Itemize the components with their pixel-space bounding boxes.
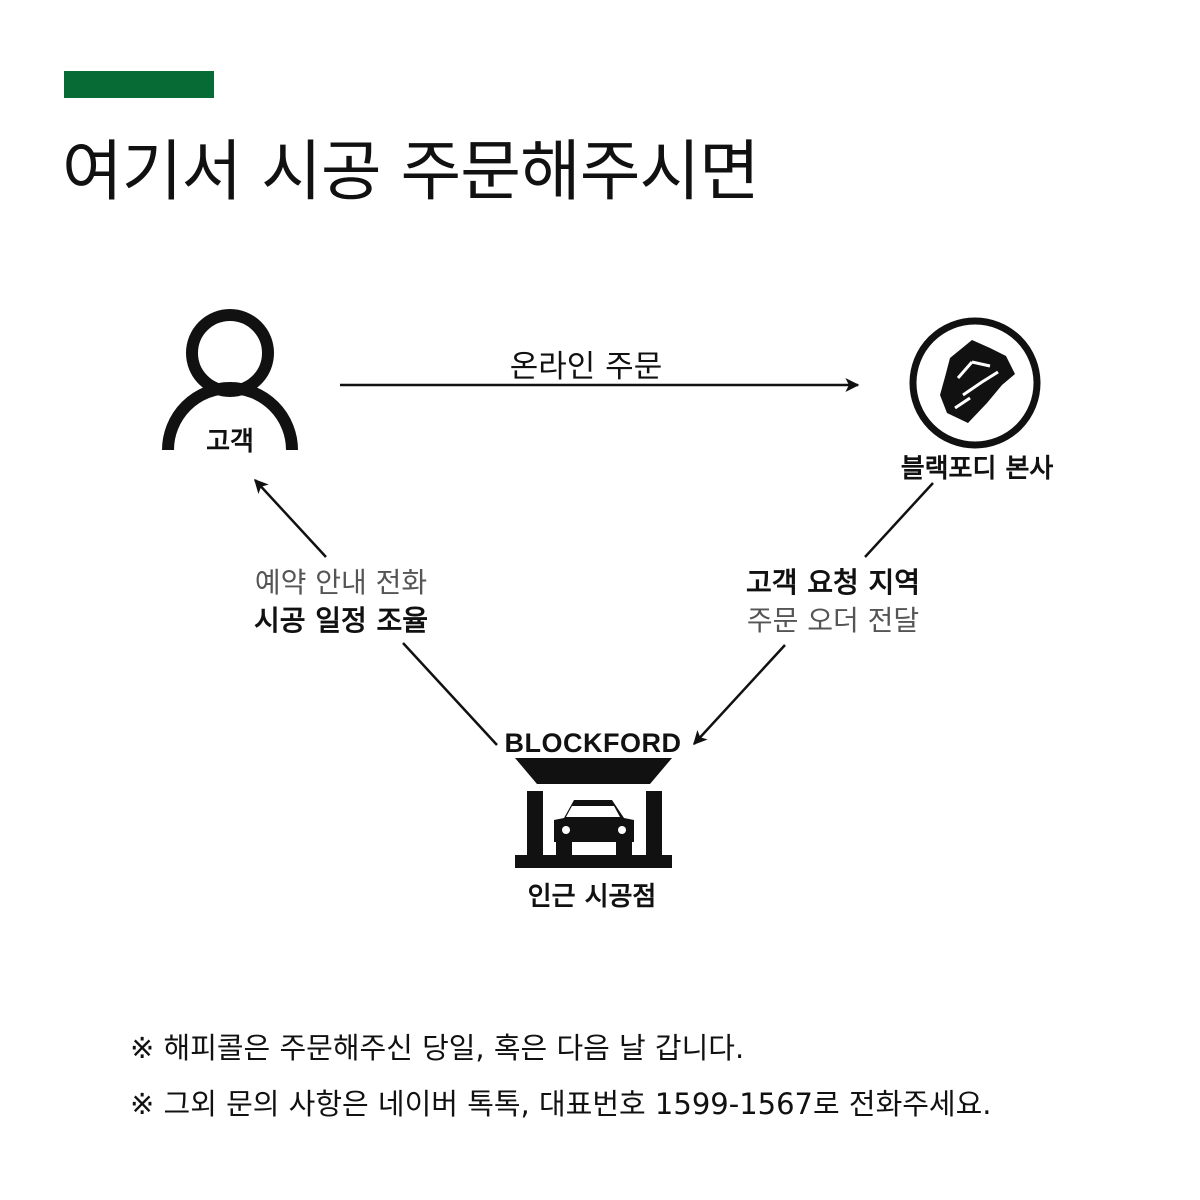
accent-bar bbox=[64, 71, 214, 98]
hq-to-shop-line2: 주문 오더 전달 bbox=[746, 604, 920, 637]
car-garage-icon bbox=[515, 758, 672, 868]
brand-wordmark: BLOCKFORD bbox=[504, 728, 682, 758]
hq-to-shop-label: 고객 요청 지역 주문 오더 전달 bbox=[746, 564, 920, 640]
shop-label: 인근 시공점 bbox=[527, 882, 657, 912]
hq-label: 블랙포디 본사 bbox=[900, 454, 1054, 484]
customer-label: 고객 bbox=[206, 427, 254, 457]
person-icon bbox=[162, 309, 298, 451]
online-order-label: 온라인 주문 bbox=[509, 349, 663, 385]
note-contact: ※ 그외 문의 사항은 네이버 톡톡, 대표번호 1599-1567로 전화주세… bbox=[130, 1087, 992, 1121]
arrow-hq-to-shop bbox=[693, 482, 934, 746]
blockford-emblem-icon bbox=[909, 317, 1041, 449]
footnotes: ※ 해피콜은 주문해주신 당일, 혹은 다음 날 갑니다. ※ 그외 문의 사항… bbox=[130, 1025, 992, 1137]
shop-to-customer-line2: 시공 일정 조율 bbox=[253, 604, 429, 637]
arrow-shop-to-customer bbox=[254, 478, 498, 746]
hq-to-shop-line1: 고객 요청 지역 bbox=[745, 566, 921, 599]
page-title: 여기서 시공 주문해주시면 bbox=[62, 133, 760, 210]
shop-to-customer-line1: 예약 안내 전화 bbox=[254, 566, 428, 599]
note-happy-call: ※ 해피콜은 주문해주신 당일, 혹은 다음 날 갑니다. bbox=[130, 1031, 745, 1065]
shop-to-customer-label: 예약 안내 전화 시공 일정 조율 bbox=[254, 564, 428, 640]
